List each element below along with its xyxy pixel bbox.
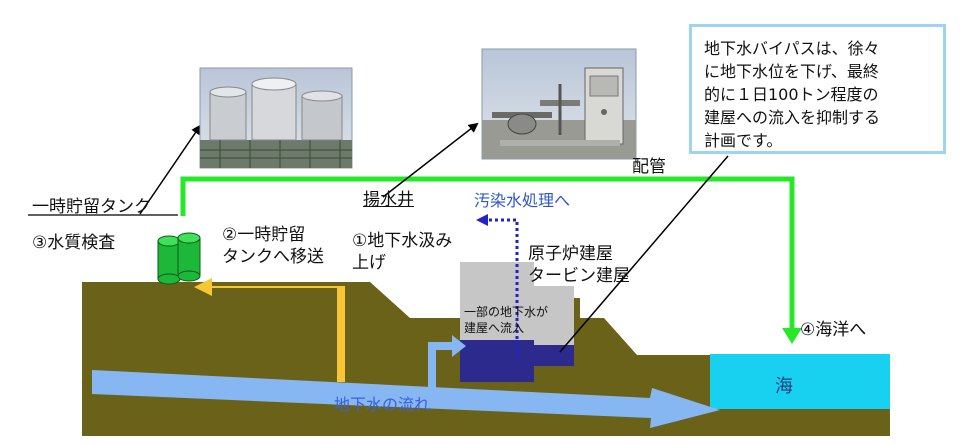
tank-cylinder-icon [157,232,201,285]
explanation-note: 地下水バイパスは、徐々 に地下水位を下げ、最終 的に１日100トン程度の 建屋へ… [689,24,946,154]
pumping-well-label: 揚水井 [363,190,414,210]
inflow-to-building-label: 一部の地下水が 建屋へ流入 [464,305,549,335]
piping-label: 配管 [632,157,666,177]
water-quality-check-label: ③水質検査 [32,233,116,253]
callout-arrow-note [559,155,729,353]
storage-tanks-photo [199,67,353,169]
sea [710,354,890,409]
pump-up-arrow [194,278,345,382]
to-ocean-label: ④海洋へ [800,320,867,340]
pipe-to-ocean [180,176,795,333]
temporary-tank-label: 一時貯留タンク [32,197,151,217]
callout-arrow-well [382,122,479,198]
pipe-arrow-head [782,328,802,344]
pump-up-label: ①地下水汲み 上げ [352,231,453,273]
groundwater-flow-label: 地下水の流れ [334,395,431,414]
building-water [460,340,534,382]
sea-label: 海 [775,376,793,397]
callout-arrow-tank [139,124,202,215]
transfer-to-tank-label: ②一時貯留 タンクへ移送 [222,225,324,267]
pumping-well-photo [481,48,637,160]
groundwater-flow-arrow [92,370,720,428]
inflow-arrow [421,335,466,392]
reactor-building-label: 原子炉建屋 タービン建屋 [528,244,630,286]
to-treatment-label: 汚染水処理へ [474,191,571,210]
building-water [524,345,574,366]
